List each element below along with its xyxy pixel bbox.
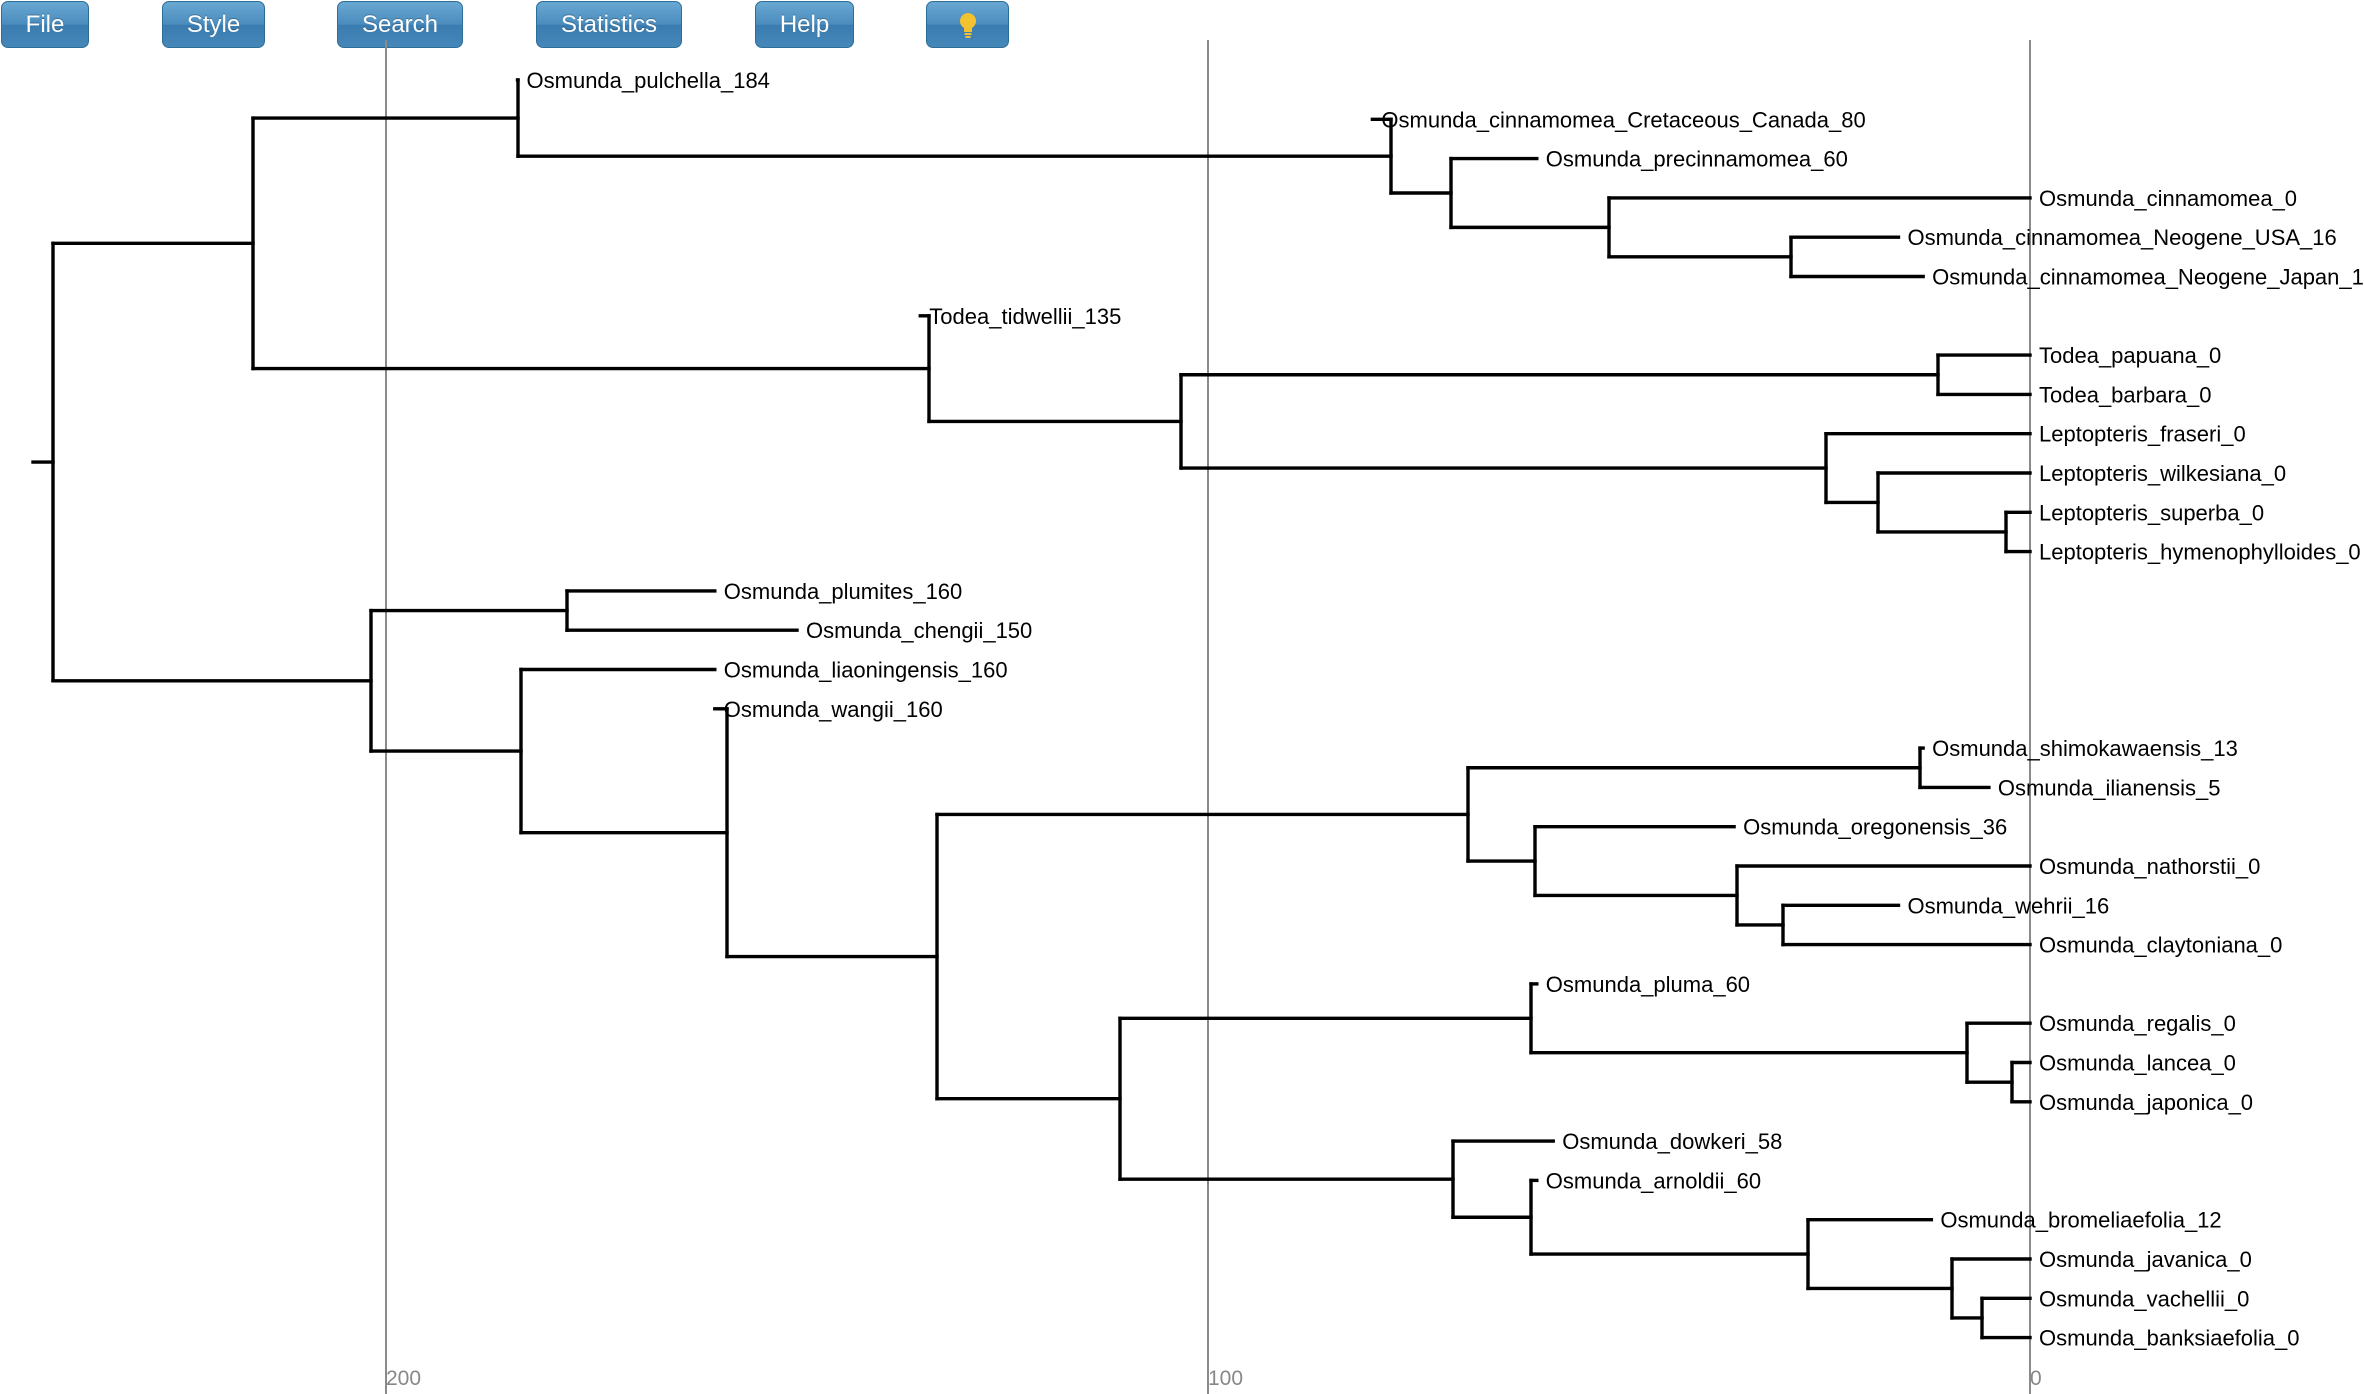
leaf-label[interactable]: Osmunda_liaoningensis_160 bbox=[724, 658, 1008, 683]
leaf-label[interactable]: Osmunda_vachellii_0 bbox=[2039, 1286, 2249, 1311]
leaf-label[interactable]: Osmunda_wehrii_16 bbox=[1907, 893, 2109, 918]
leaf-label[interactable]: Leptopteris_wilkesiana_0 bbox=[2039, 461, 2286, 486]
leaf-label[interactable]: Osmunda_pluma_60 bbox=[1546, 972, 1750, 997]
axis-tick-label: 0 bbox=[2030, 1367, 2042, 1390]
leaf-label[interactable]: Leptopteris_hymenophylloides_0 bbox=[2039, 540, 2361, 565]
leaf-label[interactable]: Osmunda_japonica_0 bbox=[2039, 1090, 2253, 1115]
leaf-label[interactable]: Osmunda_shimokawaensis_13 bbox=[1932, 736, 2238, 761]
leaf-label[interactable]: Osmunda_pulchella_184 bbox=[527, 68, 770, 93]
leaf-label[interactable]: Osmunda_nathorstii_0 bbox=[2039, 854, 2260, 879]
leaf-label[interactable]: Osmunda_oregonensis_36 bbox=[1743, 815, 2007, 840]
lightbulb-icon bbox=[959, 12, 976, 38]
leaf-label[interactable]: Todea_tidwellii_135 bbox=[929, 304, 1121, 329]
leaf-label[interactable]: Osmunda_bromeliaefolia_12 bbox=[1940, 1208, 2221, 1233]
leaf-label[interactable]: Leptopteris_fraseri_0 bbox=[2039, 422, 2246, 447]
leaf-label[interactable]: Todea_papuana_0 bbox=[2039, 343, 2221, 368]
leaf-label[interactable]: Osmunda_arnoldii_60 bbox=[1546, 1168, 1761, 1193]
leaf-label[interactable]: Osmunda_plumites_160 bbox=[724, 579, 962, 604]
leaf-label[interactable]: Leptopteris_superba_0 bbox=[2039, 500, 2264, 525]
time-axis: 200 100 0 bbox=[385, 40, 2042, 1394]
leaf-label[interactable]: Todea_barbara_0 bbox=[2039, 382, 2211, 407]
leaf-label[interactable]: Osmunda_cinnamomea_Cretaceous_Canada_80 bbox=[1381, 107, 1865, 132]
leaf-label[interactable]: Osmunda_dowkeri_58 bbox=[1562, 1129, 1782, 1154]
leaf-label[interactable]: Osmunda_lancea_0 bbox=[2039, 1051, 2236, 1076]
style-menu-button[interactable]: Style bbox=[162, 1, 265, 48]
tips-button[interactable] bbox=[926, 1, 1009, 48]
leaf-label[interactable]: Osmunda_cinnamomea_0 bbox=[2039, 186, 2297, 211]
axis-tick-label: 100 bbox=[1208, 1367, 1243, 1390]
tree-branches bbox=[31, 78, 2032, 1340]
leaf-label[interactable]: Osmunda_cinnamomea_Neogene_USA_16 bbox=[1907, 225, 2336, 250]
file-menu-button[interactable]: File bbox=[1, 1, 89, 48]
help-menu-button[interactable]: Help bbox=[755, 1, 854, 48]
statistics-menu-button[interactable]: Statistics bbox=[536, 1, 682, 48]
search-menu-button[interactable]: Search bbox=[337, 1, 463, 48]
leaf-label[interactable]: Osmunda_chengii_150 bbox=[806, 618, 1032, 643]
menu-bar: File Style Search Statistics Help bbox=[0, 0, 2364, 56]
leaf-label[interactable]: Osmunda_regalis_0 bbox=[2039, 1011, 2236, 1036]
leaf-labels: Osmunda_pulchella_184Osmunda_cinnamomea_… bbox=[527, 68, 2364, 1351]
leaf-label[interactable]: Osmunda_precinnamomea_60 bbox=[1546, 147, 1848, 172]
leaf-label[interactable]: Osmunda_wangii_160 bbox=[724, 697, 943, 722]
leaf-label[interactable]: Osmunda_claytoniana_0 bbox=[2039, 933, 2282, 958]
axis-tick-label: 200 bbox=[386, 1367, 421, 1390]
leaf-label[interactable]: Osmunda_javanica_0 bbox=[2039, 1247, 2252, 1272]
leaf-label[interactable]: Osmunda_ilianensis_5 bbox=[1998, 775, 2221, 800]
leaf-label[interactable]: Osmunda_cinnamomea_Neogene_Japan_13 bbox=[1932, 265, 2364, 290]
leaf-label[interactable]: Osmunda_banksiaefolia_0 bbox=[2039, 1326, 2300, 1351]
